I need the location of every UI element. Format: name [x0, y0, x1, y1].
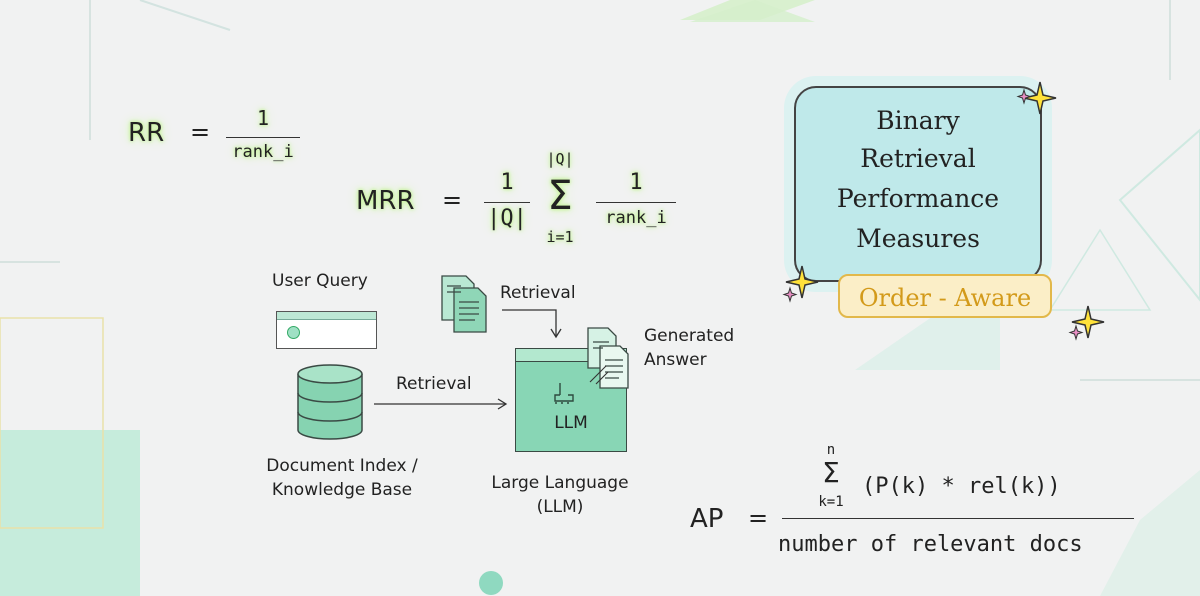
database-icon: [297, 364, 363, 440]
mrr-sum-lower: i=1: [546, 228, 574, 246]
mrr-lhs: MRR: [356, 186, 415, 216]
rr-fraction-bar: [226, 137, 300, 138]
retrieval-label-top: Retrieval: [500, 283, 576, 303]
user-query-input: [276, 311, 377, 349]
mrr-numerator: 1: [500, 170, 514, 195]
mrr-fraction-bar: [484, 202, 530, 203]
document-index-label-line2: Knowledge Base: [271, 480, 413, 500]
ap-sum-upper: n: [826, 442, 836, 458]
llm-chip-icon: [554, 383, 574, 404]
mrr-sum-upper: |Q|: [546, 150, 574, 168]
card-title-line4: Measures: [856, 224, 980, 253]
mrr-inner-fraction-bar: [596, 202, 676, 203]
card-title-line1: Binary: [876, 106, 960, 135]
rr-denominator: rank_i: [232, 142, 294, 162]
rr-numerator: 1: [256, 106, 270, 130]
documents-icon: [441, 275, 487, 333]
rr-formula: RR = 1 rank_i: [128, 104, 328, 174]
ap-numerator: (P(k) * rel(k)): [862, 474, 1061, 499]
ap-sum-icon: Σ: [822, 456, 840, 489]
llm-box-label: LLM: [554, 413, 588, 433]
answer-sparkle-lines: [589, 365, 609, 385]
query-cursor-icon: [287, 326, 300, 339]
document-index-label-line1: Document Index /: [266, 456, 418, 476]
mrr-formula: MRR = 1 |Q| |Q| Σ i=1 1 rank_i: [356, 148, 696, 253]
title-card: Binary Retrieval Performance Measures: [794, 86, 1042, 282]
mrr-equals: =: [442, 186, 463, 214]
card-title-line3: Performance: [836, 184, 1000, 213]
mrr-sum-icon: Σ: [547, 173, 573, 219]
mrr-inner-numerator: 1: [629, 170, 643, 195]
generated-answer-line1: Generated: [644, 326, 735, 346]
ap-lhs: AP: [690, 504, 724, 534]
ap-equals: =: [748, 504, 769, 532]
ap-formula: AP = n Σ k=1 (P(k) * rel(k)) number of r…: [690, 440, 1150, 570]
card-title-line2: Retrieval: [860, 144, 976, 173]
ap-denominator: number of relevant docs: [778, 532, 1083, 557]
generated-answer-icon: [587, 327, 629, 389]
retrieval-label-mid: Retrieval: [396, 374, 472, 394]
order-aware-badge: Order - Aware: [838, 274, 1052, 318]
ap-fraction-bar: [782, 518, 1134, 519]
retrieval-down-arrow: [502, 309, 562, 339]
rr-equals: =: [190, 118, 211, 146]
user-query-label: User Query: [272, 271, 368, 291]
sparkle-icon-top: [1016, 81, 1057, 115]
retrieval-arrow: [374, 398, 508, 410]
sparkle-icon-left: [782, 265, 819, 303]
ap-sum-lower: k=1: [818, 494, 844, 510]
llm-caption-line1: Large Language: [491, 473, 629, 493]
llm-caption-line2: (LLM): [536, 497, 584, 517]
mrr-inner-denominator: rank_i: [605, 208, 667, 228]
sparkle-icon-bottom: [1068, 305, 1105, 341]
mrr-denominator: |Q|: [487, 206, 527, 231]
rr-lhs: RR: [128, 118, 165, 148]
generated-answer-line2: Answer: [644, 350, 707, 370]
